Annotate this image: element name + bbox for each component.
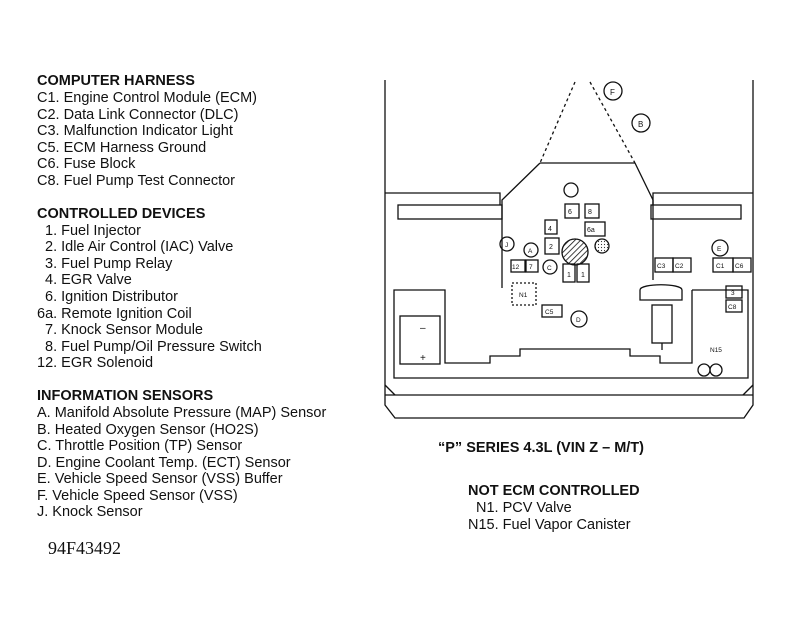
legend-item: 8. Fuel Pump/Oil Pressure Switch — [45, 338, 262, 355]
iac-valve — [544, 237, 560, 255]
device-3-label: 3 — [731, 290, 735, 297]
controlled-devices-title: CONTROLLED DEVICES — [37, 205, 206, 222]
information-sensors-group: INFORMATION SENSORS A. Manifold Absolute… — [37, 388, 377, 521]
throttle-body — [561, 238, 589, 266]
dlc-connector — [672, 257, 692, 273]
fuel-injector — [562, 263, 576, 283]
sensor-B: B — [631, 113, 651, 133]
legend-item: 7. Knock Sensor Module — [45, 322, 203, 339]
legend-item: C6. Fuse Block — [37, 156, 136, 173]
legend-item: D. Engine Coolant Temp. (ECT) Sensor — [37, 454, 291, 471]
C5-label: C5 — [545, 309, 554, 316]
ignition-distributor: 6 8 — [563, 182, 600, 219]
controlled-devices-group: CONTROLLED DEVICES 1. Fuel Injector 2. I… — [37, 206, 377, 372]
N15-label: N15 — [710, 347, 722, 354]
engine-compartment-diagram: – + F B 6 8 4 6a 2 1 1 12 7 J A — [384, 80, 754, 419]
legend-item: 6. Ignition Distributor — [45, 288, 178, 305]
C3-label: C3 — [657, 263, 666, 270]
C1-label: C1 — [716, 263, 725, 270]
diagram-caption: “P” SERIES 4.3L (VIN Z – M/T) — [438, 440, 644, 456]
fuel-vapor-canister — [697, 363, 723, 377]
fuel-pressure-part — [594, 238, 610, 254]
battery: – + — [399, 315, 441, 365]
legend-item: 1. Fuel Injector — [45, 222, 141, 239]
legend-item: C. Throttle Position (TP) Sensor — [37, 438, 243, 455]
legend-item: C3. Malfunction Indicator Light — [37, 123, 233, 140]
C2-label: C2 — [675, 263, 684, 270]
knock-sensor-module — [525, 259, 539, 273]
figure-id: 94F43492 — [48, 538, 122, 558]
computer-harness-title: COMPUTER HARNESS — [37, 73, 195, 89]
computer-harness-group: COMPUTER HARNESS C1. Engine Control Modu… — [37, 73, 377, 190]
legend: COMPUTER HARNESS C1. Engine Control Modu… — [37, 73, 377, 537]
fuel-pump-relay — [725, 285, 743, 299]
legend-item: B. Heated Oxygen Sensor (HO2S) — [37, 421, 259, 438]
vehicle-frame — [384, 80, 754, 419]
device-7-label: 7 — [529, 264, 533, 271]
N1-label: N1 — [519, 292, 528, 299]
egr-solenoid — [510, 259, 526, 273]
sensor-B-label: B — [638, 120, 643, 129]
legend-item: 3. Fuel Pump Relay — [45, 255, 173, 272]
sensor-J: J — [499, 236, 515, 252]
oil-filter — [651, 304, 673, 344]
device-6a-label: 6a — [587, 227, 595, 234]
legend-item: 12. EGR Solenoid — [37, 355, 154, 372]
engine-block — [393, 289, 749, 379]
fuel-injector — [576, 263, 590, 283]
ecm-harness-ground — [541, 304, 563, 318]
sensor-F: F — [603, 81, 623, 101]
device-12-label: 12 — [512, 264, 520, 271]
ignition-coil — [584, 221, 606, 237]
legend-item: F. Vehicle Speed Sensor (VSS) — [37, 487, 238, 504]
engine-accessory — [639, 284, 683, 301]
sensor-D: D — [570, 310, 588, 328]
not-ecm-controlled-legend: NOT ECM CONTROLLED N1. PCV Valve N15. Fu… — [468, 483, 640, 533]
sensor-D-label: D — [576, 317, 581, 324]
device-1b-label: 1 — [581, 272, 585, 279]
sensor-F-label: F — [610, 88, 615, 97]
legend-item: N1. PCV Valve — [476, 500, 572, 516]
pcv-valve — [511, 282, 537, 306]
legend-item: A. Manifold Absolute Pressure (MAP) Sens… — [37, 404, 327, 421]
not-ecm-title: NOT ECM CONTROLLED — [468, 483, 640, 499]
sensor-A-label: A — [528, 248, 533, 255]
device-8-label: 8 — [588, 209, 592, 216]
legend-item: 2. Idle Air Control (IAC) Valve — [45, 239, 234, 256]
sensor-E: E — [711, 239, 729, 257]
legend-item: C5. ECM Harness Ground — [37, 139, 207, 156]
sensor-J-label: J — [505, 242, 508, 249]
battery-plus-label: + — [420, 353, 426, 364]
information-sensors-title: INFORMATION SENSORS — [37, 387, 214, 404]
fuse-block — [732, 257, 752, 273]
device-2-label: 2 — [549, 244, 553, 251]
C8-label: C8 — [728, 304, 737, 311]
legend-item: C2. Data Link Connector (DLC) — [37, 106, 239, 123]
legend-item: 4. EGR Valve — [45, 272, 132, 289]
sensor-A: A — [523, 242, 539, 258]
legend-item: J. Knock Sensor — [37, 504, 143, 521]
legend-item: N15. Fuel Vapor Canister — [468, 516, 631, 533]
sensor-E-label: E — [717, 246, 722, 253]
fuel-pump-test-connector — [725, 299, 743, 313]
legend-item: C1. Engine Control Module (ECM) — [37, 90, 258, 106]
sensor-C-label: C — [547, 265, 552, 272]
device-1a-label: 1 — [567, 272, 571, 279]
C6-label: C6 — [735, 263, 744, 270]
legend-item: 6a. Remote Ignition Coil — [37, 305, 192, 322]
sensor-C: C — [542, 259, 558, 275]
device-6-label: 6 — [568, 209, 572, 216]
device-4-label: 4 — [548, 226, 552, 233]
egr-valve — [544, 219, 558, 235]
legend-item: E. Vehicle Speed Sensor (VSS) Buffer — [37, 471, 283, 488]
legend-item: C8. Fuel Pump Test Connector — [37, 172, 235, 189]
hood-outline — [501, 81, 654, 288]
battery-minus-label: – — [420, 323, 426, 334]
